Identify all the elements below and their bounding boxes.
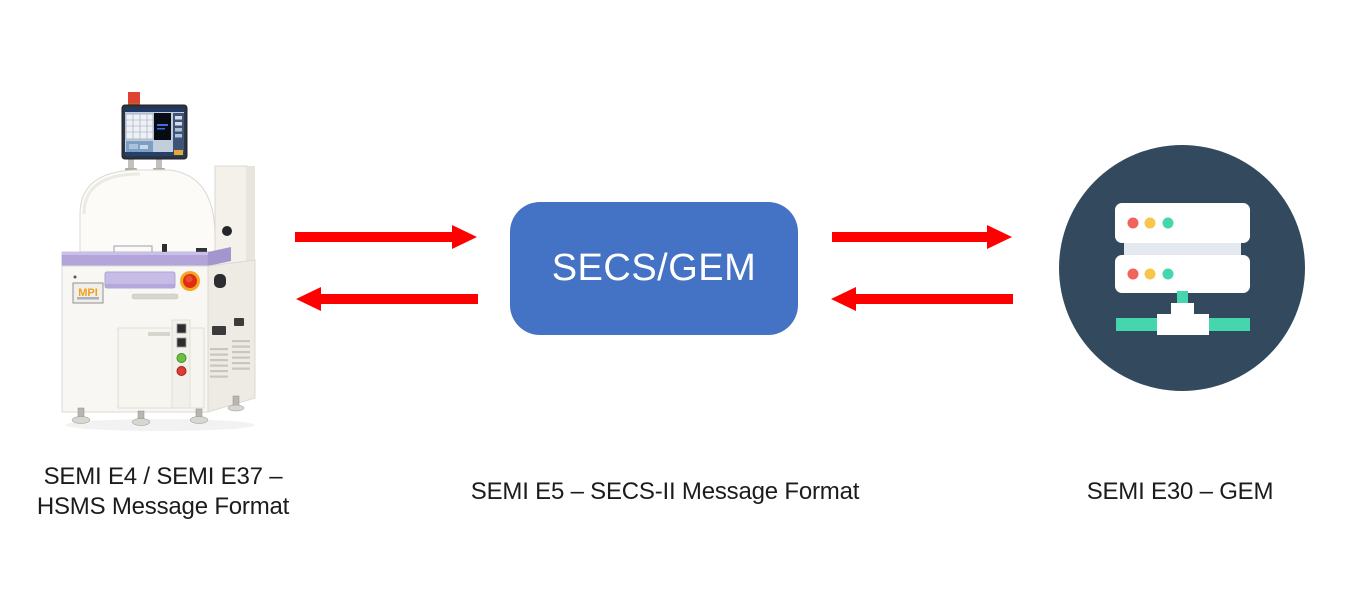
machine-logo-text: MPI	[78, 287, 98, 299]
machine-logo-plate: MPI	[72, 282, 104, 304]
machine-hood	[79, 165, 255, 268]
work-deck	[61, 247, 231, 267]
equipment-label: SEMI E4 / SEMI E37 – HSMS Message Format	[8, 462, 318, 522]
middleware-label: SEMI E5 – SECS-II Message Format	[470, 478, 860, 505]
host-label: SEMI E30 – GEM	[1086, 478, 1274, 505]
server-racks	[1115, 203, 1250, 293]
secsgem-box-label: SECS/GEM	[551, 247, 757, 289]
network-connector	[1116, 291, 1250, 335]
arrow-host-to-middleware	[831, 287, 1013, 311]
equipment-machine-figure: MPI	[48, 86, 268, 434]
control-buttons-strip	[171, 319, 191, 409]
equipment-label-line2: HSMS Message Format	[36, 493, 290, 520]
arrow-middleware-to-equipment	[296, 287, 478, 311]
machine-shadow	[65, 419, 255, 431]
arrow-middleware-to-host	[832, 225, 1012, 249]
arrow-equipment-to-middleware	[295, 225, 477, 249]
equipment-label-line1: SEMI E4 / SEMI E37 –	[43, 463, 283, 490]
emergency-stop-button	[180, 271, 200, 291]
secsgem-box: SECS/GEM	[510, 202, 798, 335]
machine-feet	[71, 395, 245, 426]
host-server-figure	[1052, 138, 1312, 398]
monitor	[121, 104, 188, 172]
cabinet-body: MPI	[61, 259, 256, 413]
wafer-prober-machine-icon: MPI	[61, 92, 256, 431]
cabinet-door	[117, 327, 205, 409]
side-vents	[210, 274, 250, 378]
side-port-round	[222, 226, 232, 236]
server-network-icon	[1059, 145, 1305, 391]
